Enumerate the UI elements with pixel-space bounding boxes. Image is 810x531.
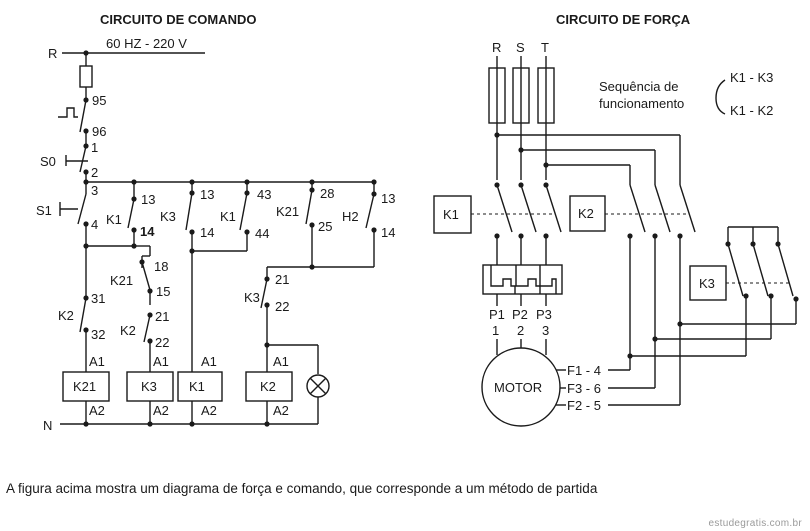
command-circuit: R 60 HZ - 220 V 95 96 1 S0 2 3 [36, 36, 395, 433]
k2a-label: K2 [58, 308, 74, 323]
protection-p3: P3 [536, 307, 552, 322]
s1-label: S1 [36, 203, 52, 218]
supply-label: 60 HZ - 220 V [106, 36, 187, 51]
k3-coil-a2: A2 [153, 403, 169, 418]
winding-f3-6: F3 - 6 [567, 381, 601, 396]
s0-label: S0 [40, 154, 56, 169]
k21a-label: K21 [276, 204, 299, 219]
s0-terminal-1: 1 [91, 140, 98, 155]
relay-96-label: 96 [92, 124, 106, 139]
k2b-label: K2 [120, 323, 136, 338]
circuit-diagram: CIRCUITO DE COMANDO CIRCUITO DE FORÇA R … [36, 12, 799, 433]
k1a-terminal-14: 14 [140, 224, 155, 239]
motor-terminal-2: 2 [517, 323, 524, 338]
line-n-label: N [43, 418, 52, 433]
s1-terminal-3: 3 [91, 183, 98, 198]
coil-k3-label: K3 [141, 379, 157, 394]
coil-k2-label: K2 [260, 379, 276, 394]
k21a-terminal-25: 25 [318, 219, 332, 234]
k1b-terminal-44: 44 [255, 226, 269, 241]
relay-95-label: 95 [92, 93, 106, 108]
coil-k2: K2 [245, 371, 293, 402]
k1-coil-a1: A1 [201, 354, 217, 369]
s1-terminal-4: 4 [91, 217, 98, 232]
protection-p1: P1 [489, 307, 505, 322]
contactor-k3-label: K3 [699, 276, 715, 291]
caption: A figura acima mostra um diagrama de for… [6, 481, 598, 496]
phase-s-label: S [516, 40, 525, 55]
motor [481, 347, 561, 427]
k21-coil-a2: A2 [89, 403, 105, 418]
k2b-terminal-21: 21 [155, 309, 169, 324]
sequence-label: Sequência de [599, 79, 679, 94]
coil-k21: K21 [62, 371, 110, 402]
k21a-terminal-28: 28 [320, 186, 334, 201]
motor-terminal-1: 1 [492, 323, 499, 338]
h2-terminal-14: 14 [381, 225, 395, 240]
signal-lamp-icon [306, 374, 330, 398]
line-r-label: R [48, 46, 57, 61]
contactor-k2 [569, 195, 606, 232]
k3a-terminal-14: 14 [200, 225, 214, 240]
motor-terminal-3: 3 [542, 323, 549, 338]
coil-k1: K1 [177, 371, 223, 402]
k21b-terminal-18: 18 [154, 259, 168, 274]
k1a-terminal-13: 13 [141, 192, 155, 207]
coil-k1-label: K1 [189, 379, 205, 394]
k3b-label: K3 [244, 290, 260, 305]
k1-coil-a2: A2 [201, 403, 217, 418]
k3-coil-a1: A1 [153, 354, 169, 369]
k21b-label: K21 [110, 273, 133, 288]
contactor-k1-label: K1 [443, 207, 459, 222]
thermal-relay-symbol [58, 107, 78, 118]
sequence-2: K1 - K2 [730, 103, 773, 118]
sequence-brace [715, 79, 726, 115]
k2-coil-a1: A1 [273, 354, 289, 369]
k1a-label: K1 [106, 212, 122, 227]
motor-label: MOTOR [494, 380, 542, 395]
sequence-label-line-2: funcionamento [599, 96, 684, 111]
k2a-terminal-32: 32 [91, 327, 105, 342]
k3a-terminal-13: 13 [200, 187, 214, 202]
protection-p2: P2 [512, 307, 528, 322]
h2-label: H2 [342, 209, 359, 224]
phase-t-label: T [541, 40, 549, 55]
k2-coil-a2: A2 [273, 403, 289, 418]
k1b-terminal-43: 43 [257, 187, 271, 202]
s0-terminal-2: 2 [91, 165, 98, 180]
winding-f2-5: F2 - 5 [567, 398, 601, 413]
phase-r-label: R [492, 40, 501, 55]
s1-button-symbol [59, 202, 78, 216]
k2a-terminal-31: 31 [91, 291, 105, 306]
command-circuit-title: CIRCUITO DE COMANDO [100, 12, 256, 27]
k3b-terminal-21: 21 [275, 272, 289, 287]
k21-coil-a1: A1 [89, 354, 105, 369]
s0-button-symbol [65, 155, 88, 166]
winding-f1-4: F1 - 4 [567, 363, 601, 378]
contactor-k2-label: K2 [578, 206, 594, 221]
k3b-terminal-22: 22 [275, 299, 289, 314]
k2b-terminal-22: 22 [155, 335, 169, 350]
sequence-1: K1 - K3 [730, 70, 773, 85]
contactor-k3 [689, 265, 727, 301]
k21b-terminal-15: 15 [156, 284, 170, 299]
watermark: estudegratis.com.br [708, 518, 802, 529]
h2-terminal-13: 13 [381, 191, 395, 206]
k1b-label: K1 [220, 209, 236, 224]
k3a-label: K3 [160, 209, 176, 224]
coil-k3: K3 [126, 371, 174, 402]
coil-k21-label: K21 [73, 379, 96, 394]
fuse [79, 65, 93, 88]
overload-relay [482, 264, 563, 295]
power-circuit-title: CIRCUITO DE FORÇA [556, 12, 691, 27]
